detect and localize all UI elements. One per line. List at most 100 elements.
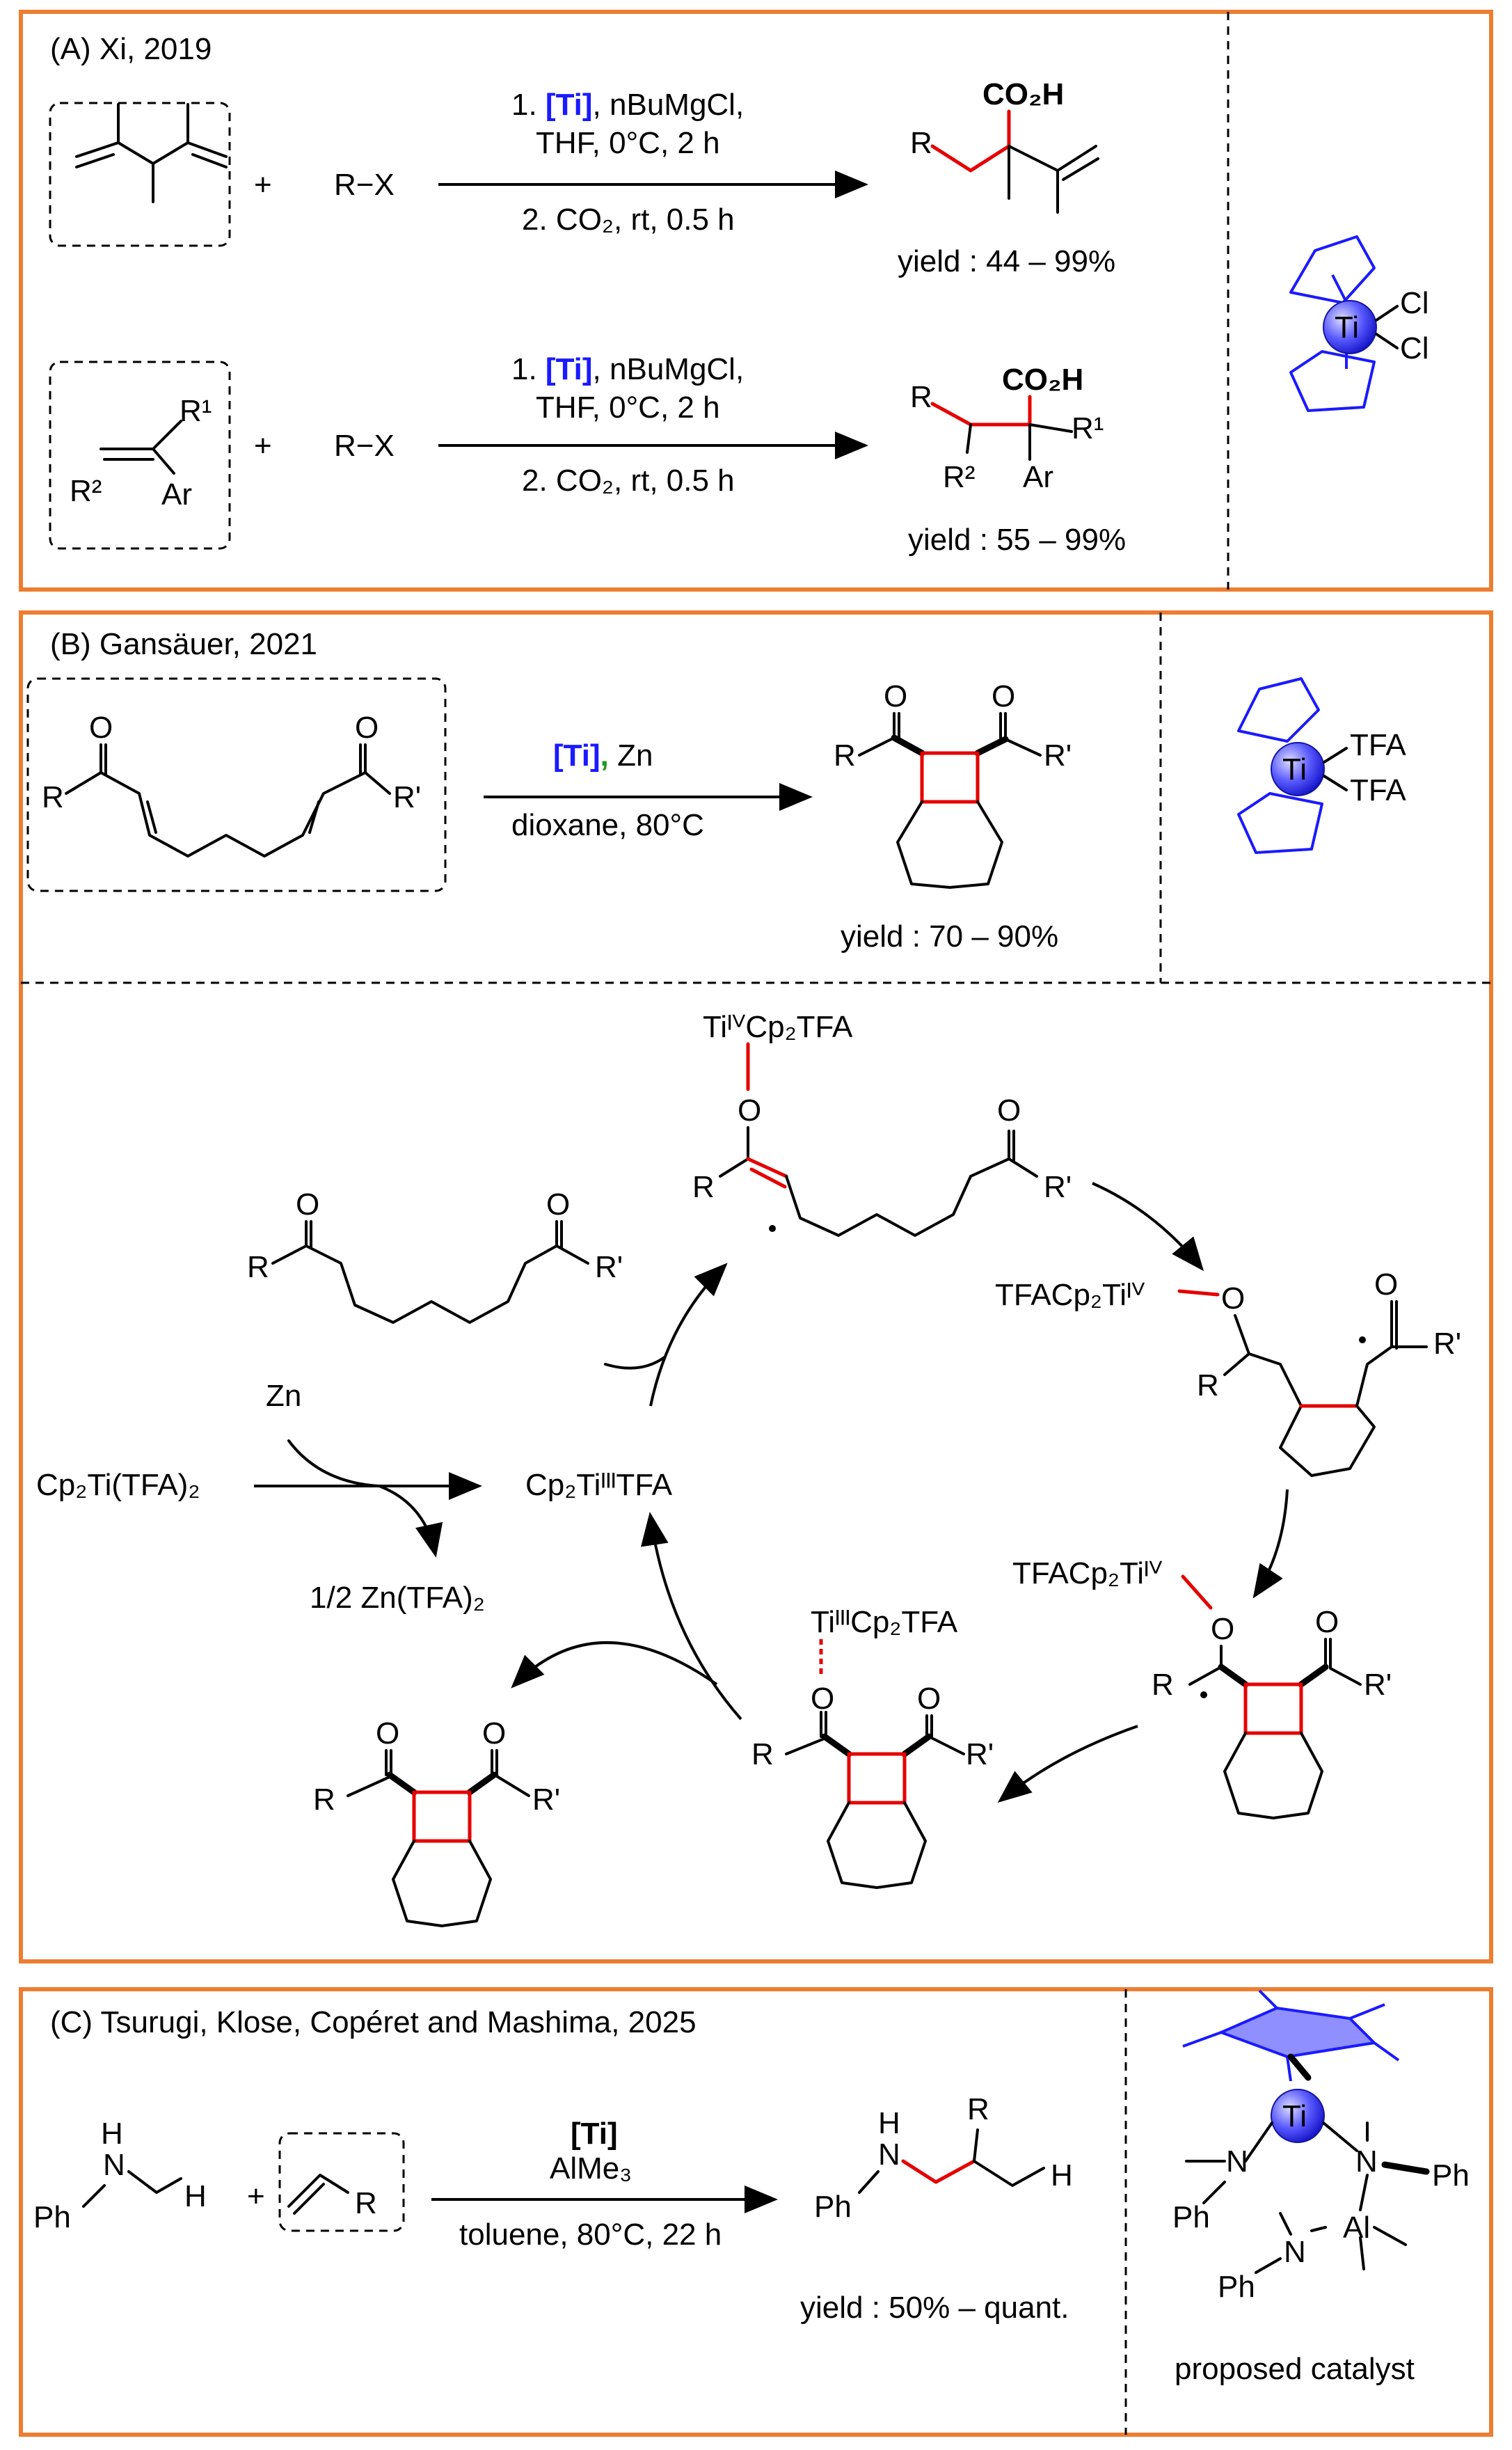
tfa-label-2: TFA	[1350, 773, 1406, 807]
prod-c-h1: H	[878, 2106, 900, 2140]
cp-ring-upper	[1289, 235, 1376, 304]
cyc-sub-o1: O	[296, 1187, 319, 1222]
ti-label-a: Ti	[1335, 310, 1359, 345]
plus-a2: +	[254, 429, 272, 463]
product-a2-structure: R CO₂H R¹ R² Ar	[910, 363, 1104, 494]
prod-c-h2: H	[1051, 2158, 1073, 2192]
prod-b-o1: O	[884, 679, 907, 713]
substrate-box-bisenone	[26, 677, 447, 892]
intermediate-4: TiᴵᴵᴵCp₂TFA O O R R'	[751, 1605, 994, 1889]
yield-a2: yield : 55 – 99%	[908, 523, 1126, 557]
panel-a-border	[19, 10, 1493, 592]
arrow-cycle-3	[1252, 1489, 1289, 1599]
substrate-box-diene	[49, 102, 231, 247]
product-a1-acid: CO₂H	[982, 77, 1064, 111]
cyclobutane-ring	[920, 751, 980, 804]
reagent-rx-a1: R−X	[334, 168, 395, 202]
bis-r: R	[42, 780, 64, 814]
sub-ar: Ar	[161, 477, 192, 512]
catalyst-cp2titfa2: Ti TFA TFA	[1237, 677, 1406, 854]
product-b-structure: O O R R'	[834, 679, 1072, 889]
substrate-box-alkene	[278, 2132, 405, 2232]
cyc-sub-r: R	[247, 1250, 269, 1284]
product-a2-r2: R²	[943, 460, 975, 494]
sub-r2: R²	[70, 474, 102, 508]
arrow-cycle-5	[641, 1512, 742, 1721]
cl-label-2: Cl	[1400, 331, 1429, 365]
ti-center-a	[1323, 300, 1377, 354]
ti-label-b: Ti	[1282, 752, 1307, 787]
sub-r1: R¹	[180, 394, 212, 428]
cycle-zn-byproduct: 1/2 Zn(TFA)₂	[310, 1581, 485, 1615]
released-product: O O R R'	[313, 1716, 560, 1927]
int3-o1: O	[1211, 1612, 1234, 1646]
arrow-cycle-4	[997, 1725, 1138, 1803]
amine-ph-label: Ph	[33, 2200, 71, 2234]
int1-r: R	[692, 1170, 715, 1204]
trisubstituted-alkene-structure: R¹ R² Ar	[70, 394, 212, 512]
cyc-sub-o2: O	[546, 1187, 570, 1222]
ti-label-c: Ti	[1282, 2099, 1307, 2133]
catalyst-label: proposed catalyst	[1175, 2352, 1415, 2386]
prod-c-n: N	[878, 2137, 900, 2172]
int2-ti: TFACp₂Tiᴵⱽ	[995, 1278, 1145, 1312]
yield-c: yield : 50% – quant.	[800, 2291, 1069, 2325]
rel-r: R	[313, 1783, 335, 1817]
panel-a-header: (A) Xi, 2019	[50, 32, 212, 66]
catalyst-cp2ticl2: Ti Cl Cl	[1289, 235, 1429, 412]
intermediate-2: TFACp₂Tiᴵⱽ O O R R'	[995, 1267, 1461, 1477]
int4-ti: TiᴵᴵᴵCp₂TFA	[811, 1605, 958, 1639]
reagent-rx-a2: R−X	[334, 429, 395, 463]
bisenone-structure: O O R R'	[42, 711, 421, 858]
cl-label-1: Cl	[1400, 286, 1429, 320]
panel-c: (C) Tsurugi, Klose, Copéret and Mashima,…	[19, 1987, 1493, 2437]
arrow-cycle-1	[649, 1263, 728, 1407]
cat-ph3: Ph	[1218, 2270, 1255, 2304]
cycle-precursor: Cp₂Ti(TFA)₂	[36, 1468, 200, 1502]
conditions-c-line2: AlMe₃	[550, 2151, 632, 2186]
amine-h-label: H	[101, 2117, 123, 2151]
panel-a: (A) Xi, 2019 + R−X 1. [Ti], nBuMgCl, THF…	[19, 10, 1493, 592]
dimethylbutadiene-structure	[75, 103, 228, 203]
radical-dot-2	[1359, 1336, 1366, 1343]
int1-rp: R'	[1044, 1170, 1072, 1204]
int4-rp: R'	[966, 1737, 994, 1771]
prod-b-r: R	[834, 738, 856, 773]
radical-dot-3	[1200, 1691, 1207, 1698]
conditions-a1-line2: THF, 0°C, 2 h	[536, 126, 720, 160]
amine-n-label: N	[103, 2148, 125, 2182]
catalytic-cycle: Cp₂Ti(TFA)₂ Zn 1/2 Zn(TFA)₂ Cp₂TiᴵᴵᴵTFA …	[36, 1010, 1461, 1927]
cat-al: Al	[1343, 2211, 1370, 2245]
rel-rp: R'	[532, 1783, 560, 1817]
prod-c-r: R	[967, 2092, 989, 2126]
int3-o2: O	[1315, 1605, 1339, 1639]
int4-o1: O	[811, 1682, 834, 1716]
arrow-release	[511, 1641, 718, 1689]
int3-ti: TFACp₂Tiᴵⱽ	[1012, 1556, 1162, 1590]
yield-b: yield : 70 – 90%	[841, 919, 1058, 954]
hydroaminoalkylation-product: H N Ph R H	[814, 2092, 1073, 2224]
cp-ring-lower	[1289, 350, 1376, 412]
int4-o2: O	[917, 1682, 941, 1716]
conditions-b-line1: [Ti], Zn	[553, 738, 653, 773]
product-a1-structure: R CO₂H	[910, 77, 1099, 214]
radical-dot-1	[769, 1225, 776, 1232]
catalyst-cp-ti-al: Ti N N Ph Ph Al N Ph proposed catalyst	[1172, 1989, 1470, 2386]
int1-o2: O	[997, 1093, 1021, 1128]
panel-c-header: (C) Tsurugi, Klose, Copéret and Mashima,…	[50, 2005, 697, 2039]
bis-o1: O	[89, 711, 113, 745]
alkene-r-label: R	[355, 2186, 377, 2220]
ti-center-b	[1271, 742, 1325, 796]
cat-n3: N	[1284, 2235, 1306, 2269]
cat-ph2: Ph	[1432, 2158, 1470, 2192]
cycle-active-ti3: Cp₂TiᴵᴵᴵTFA	[525, 1468, 673, 1502]
panel-b-border	[19, 610, 1493, 1963]
tfa-label-1: TFA	[1350, 728, 1406, 762]
plus-c: +	[247, 2179, 265, 2213]
int2-r: R	[1197, 1368, 1219, 1402]
cyc-sub-rp: R'	[595, 1250, 623, 1284]
cat-n1: N	[1226, 2144, 1248, 2179]
conditions-a1-line3: 2. CO₂, rt, 0.5 h	[522, 203, 735, 237]
panel-b-header: (B) Gansäuer, 2021	[50, 627, 317, 661]
